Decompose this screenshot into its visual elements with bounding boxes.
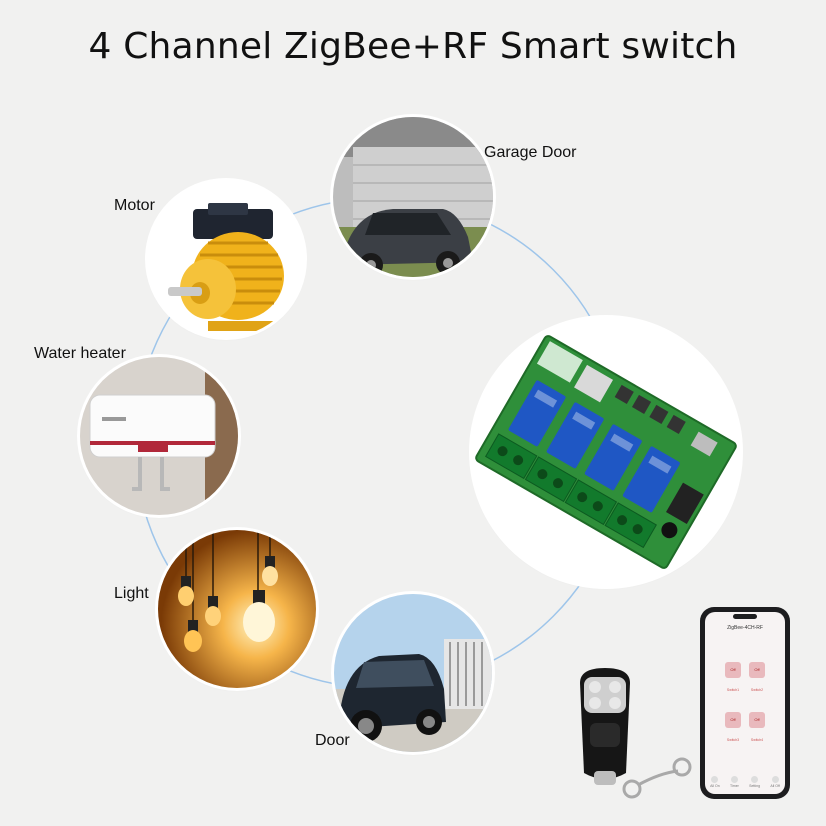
switch3-label: Switch3 bbox=[726, 738, 740, 742]
switch3-button[interactable]: Off bbox=[725, 712, 741, 728]
door-label: Door bbox=[315, 732, 350, 749]
gear-icon bbox=[751, 776, 759, 783]
nav-setting[interactable]: Setting bbox=[749, 776, 760, 788]
nav-all-on[interactable]: All On bbox=[710, 776, 720, 788]
rf-remote-image bbox=[570, 663, 700, 808]
page-title: 4 Channel ZigBee+RF Smart switch bbox=[88, 26, 738, 67]
garage-door-label: Garage Door bbox=[484, 144, 577, 161]
water-heater-label: Water heater bbox=[34, 345, 126, 362]
power-icon bbox=[711, 776, 719, 783]
motor-image bbox=[148, 181, 304, 337]
switch4-button[interactable]: Off bbox=[749, 712, 765, 728]
switch2-label: Switch2 bbox=[750, 688, 764, 692]
app-bottom-nav: All On Timer Setting All Off bbox=[705, 776, 785, 788]
light-image bbox=[158, 530, 316, 688]
switch1-button[interactable]: Off bbox=[725, 662, 741, 678]
switch2-button[interactable]: Off bbox=[749, 662, 765, 678]
water-heater-image bbox=[80, 357, 238, 515]
phone-mockup: ZigBee-4CH-RF Off Off Switch1 Switch2 Of… bbox=[700, 607, 790, 799]
motor-label: Motor bbox=[114, 197, 155, 214]
relay-board-image bbox=[472, 318, 740, 586]
garage-door-image bbox=[333, 117, 493, 277]
power-off-icon bbox=[771, 776, 779, 783]
app-title: ZigBee-4CH-RF bbox=[727, 625, 763, 631]
phone-notch bbox=[733, 614, 757, 619]
clock-icon bbox=[730, 776, 738, 783]
switch4-label: Switch4 bbox=[750, 738, 764, 742]
nav-all-off[interactable]: All Off bbox=[770, 776, 780, 788]
app-screen: ZigBee-4CH-RF Off Off Switch1 Switch2 Of… bbox=[705, 612, 785, 794]
light-label: Light bbox=[114, 585, 149, 602]
switch1-label: Switch1 bbox=[726, 688, 740, 692]
door-image bbox=[334, 594, 492, 752]
nav-timer[interactable]: Timer bbox=[730, 776, 739, 788]
